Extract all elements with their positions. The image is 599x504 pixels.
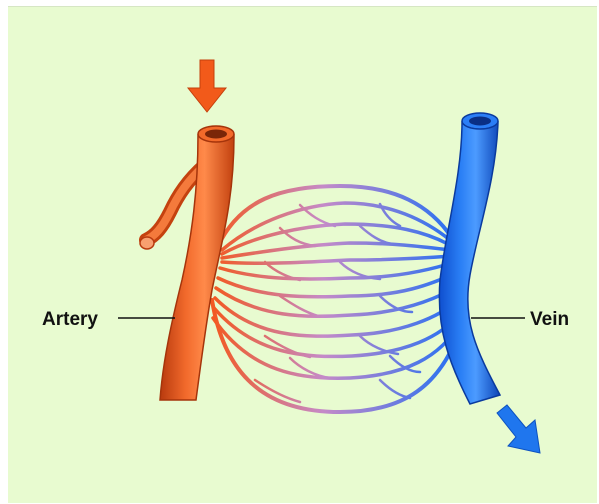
arrow-down-icon	[188, 60, 226, 112]
artery-label: Artery	[42, 310, 98, 329]
arrow-down-right-icon	[497, 405, 540, 453]
vein	[439, 113, 500, 404]
vein-label: Vein	[530, 310, 569, 329]
artery	[140, 126, 234, 400]
capillary-network	[212, 186, 462, 412]
